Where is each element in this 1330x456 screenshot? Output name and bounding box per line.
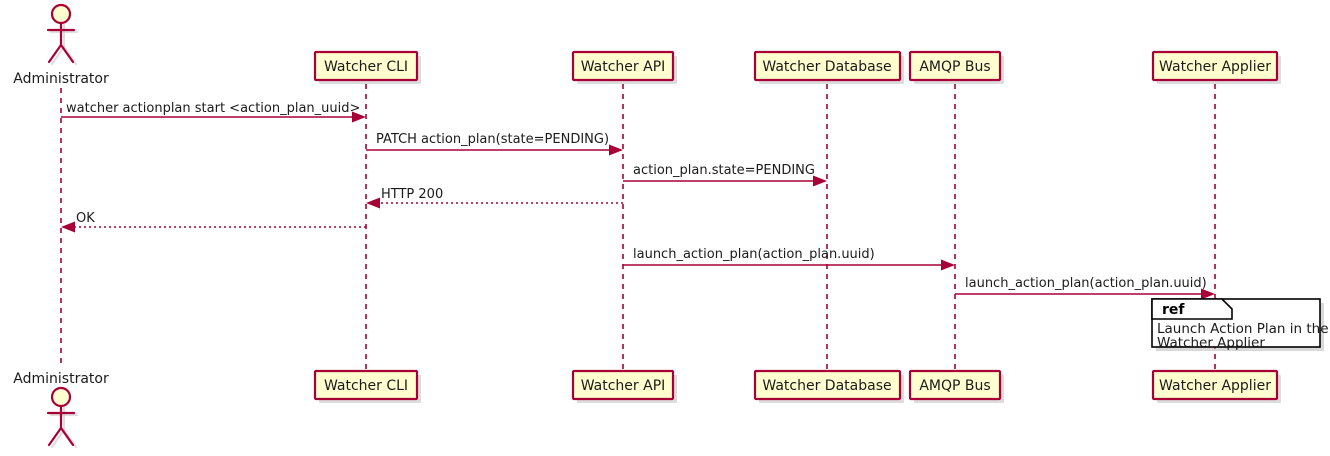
- actor-icon-shadow: [49, 406, 79, 449]
- participant-label: Watcher API: [581, 59, 666, 75]
- arrowhead-right-icon: [813, 175, 827, 187]
- message-label: launch_action_plan(action_plan.uuid): [633, 247, 875, 262]
- actor-administrator-top[interactable]: Administrator: [13, 3, 109, 87]
- actor-label: Administrator: [13, 71, 109, 87]
- box[interactable]: [753, 369, 902, 401]
- box[interactable]: [908, 50, 1002, 82]
- box[interactable]: [313, 369, 419, 401]
- participant-header-amqp-bus[interactable]: AMQP Bus: [908, 50, 1004, 84]
- message-2-patch-action-plan[interactable]: PATCH action_plan(state=PENDING): [366, 132, 623, 156]
- message-5-ok[interactable]: OK: [61, 211, 366, 233]
- box[interactable]: [313, 50, 419, 82]
- participant-header-watcher-api[interactable]: Watcher API: [571, 50, 677, 84]
- participant-header-watcher-cli[interactable]: Watcher CLI: [313, 50, 421, 84]
- box[interactable]: [571, 369, 675, 401]
- participant-label: Watcher Applier: [1159, 59, 1271, 75]
- message-label: PATCH action_plan(state=PENDING): [376, 132, 609, 147]
- participant-footer-amqp-bus[interactable]: AMQP Bus: [908, 369, 1004, 403]
- participant-label: Watcher Database: [762, 378, 891, 394]
- message-label: OK: [76, 211, 95, 226]
- message-4-http-200[interactable]: HTTP 200: [366, 187, 623, 209]
- message-label: watcher actionplan start <action_plan_uu…: [66, 101, 360, 116]
- arrowhead-right-icon: [941, 259, 955, 271]
- box[interactable]: [571, 50, 675, 82]
- participant-label: Watcher API: [581, 378, 666, 394]
- box[interactable]: [908, 369, 1002, 401]
- participant-label: Watcher Applier: [1159, 378, 1271, 394]
- participant-footer-watcher-database[interactable]: Watcher Database: [753, 369, 904, 403]
- message-label: launch_action_plan(action_plan.uuid): [965, 276, 1207, 291]
- participant-label: Watcher CLI: [324, 59, 408, 75]
- actor-head-icon: [50, 386, 72, 408]
- ref-tab: [1151, 298, 1233, 320]
- ref-body-line-2: Watcher Applier: [1157, 335, 1265, 351]
- participant-footer-watcher-applier[interactable]: Watcher Applier: [1151, 369, 1281, 403]
- participant-header-watcher-database[interactable]: Watcher Database: [753, 50, 904, 84]
- participant-header-watcher-applier[interactable]: Watcher Applier: [1151, 50, 1281, 84]
- participant-footer-watcher-api[interactable]: Watcher API: [571, 369, 677, 403]
- participant-label: AMQP Bus: [919, 378, 990, 394]
- arrowhead-left-icon: [366, 197, 380, 209]
- actor-icon-shadow: [49, 23, 79, 66]
- arrowhead-right-icon: [1201, 288, 1215, 300]
- message-6-launch-action-plan-amqp[interactable]: launch_action_plan(action_plan.uuid): [623, 247, 955, 271]
- message-label: action_plan.state=PENDING: [633, 163, 815, 178]
- arrowhead-right-icon: [609, 144, 623, 156]
- arrowhead-left-icon: [61, 221, 75, 233]
- message-1-watcher-actionplan-start[interactable]: watcher actionplan start <action_plan_uu…: [61, 101, 366, 123]
- ref-title-label: ref: [1162, 302, 1185, 318]
- box[interactable]: [753, 50, 902, 82]
- ref-body-line-1: Launch Action Plan in the: [1157, 321, 1329, 337]
- actor-administrator-bottom[interactable]: Administrator: [13, 371, 109, 449]
- box[interactable]: [1151, 50, 1279, 82]
- message-7-launch-action-plan-applier[interactable]: launch_action_plan(action_plan.uuid): [955, 276, 1215, 300]
- participant-label: AMQP Bus: [919, 59, 990, 75]
- actor-label: Administrator: [13, 371, 109, 387]
- participant-label: Watcher CLI: [324, 378, 408, 394]
- actor-leg-right-icon: [59, 426, 75, 447]
- participant-label: Watcher Database: [762, 59, 891, 75]
- actor-leg-left-icon: [47, 43, 63, 64]
- box[interactable]: [1151, 369, 1279, 401]
- actor-leg-left-icon: [47, 426, 63, 447]
- actor-head-icon: [50, 3, 72, 25]
- actor-leg-right-icon: [59, 43, 75, 64]
- participant-footer-watcher-cli[interactable]: Watcher CLI: [313, 369, 421, 403]
- message-label: HTTP 200: [381, 187, 443, 202]
- message-3-action-plan-state-pending[interactable]: action_plan.state=PENDING: [623, 163, 827, 187]
- ref-fragment[interactable]: ref Launch Action Plan in the Watcher Ap…: [1151, 298, 1329, 351]
- arrowhead-right-icon: [352, 111, 366, 123]
